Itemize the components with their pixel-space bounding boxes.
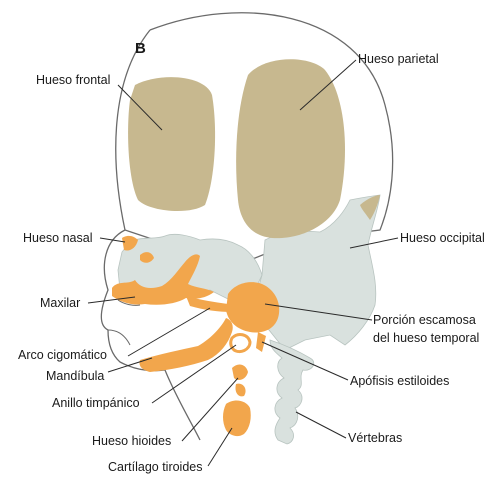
leader-vertebras — [296, 412, 346, 438]
styloid-process — [256, 332, 266, 352]
label-hueso-parietal: Hueso parietal — [358, 52, 439, 66]
label-porcion-escamosa-1: Porción escamosa — [373, 313, 476, 327]
label-vertebras: Vértebras — [348, 431, 402, 445]
frontal-bone — [128, 77, 215, 211]
zygomatic-arch — [186, 296, 232, 312]
thyroid-cartilage — [223, 401, 251, 437]
label-anillo-timpanico: Anillo timpánico — [52, 396, 140, 410]
label-arco-cigomatico: Arco cigomático — [18, 348, 107, 362]
label-apofisis-estiloides: Apófisis estiloides — [350, 374, 449, 388]
face-profile-detail — [108, 300, 140, 345]
label-cartilago-tiroides: Cartílago tiroides — [108, 460, 203, 474]
parietal-bone — [236, 59, 345, 238]
label-maxilar: Maxilar — [40, 296, 80, 310]
label-hueso-frontal: Hueso frontal — [36, 73, 110, 87]
hyoid-bone — [232, 365, 248, 397]
tympanic-ring — [231, 335, 250, 352]
label-hueso-occipital: Hueso occipital — [400, 231, 484, 245]
label-mandibula: Mandíbula — [46, 369, 104, 383]
leader-tiroides — [208, 428, 232, 466]
label-hueso-nasal: Hueso nasal — [23, 231, 93, 245]
mandible — [139, 318, 232, 372]
panel-label: B — [135, 40, 146, 57]
label-porcion-escamosa-2: del hueso temporal — [373, 331, 479, 345]
leader-estiloides — [262, 342, 348, 380]
label-hueso-hioides: Hueso hioides — [92, 434, 171, 448]
